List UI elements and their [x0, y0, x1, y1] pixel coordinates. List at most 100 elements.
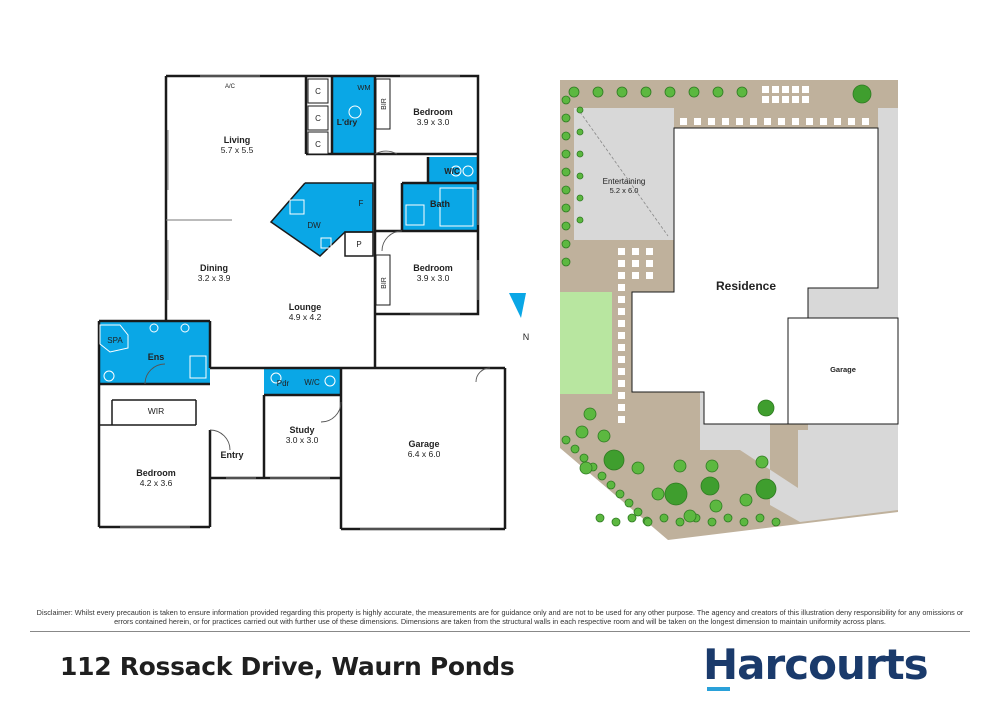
- shrub-icon: [709, 499, 723, 513]
- room-name-study: Study: [289, 425, 314, 435]
- shrub-icon: [616, 86, 628, 98]
- shrub-icon: [700, 476, 720, 496]
- paver-stone: [618, 380, 625, 387]
- shrub-icon: [707, 517, 717, 527]
- shrub-icon: [603, 449, 625, 471]
- paver-stone: [762, 96, 769, 103]
- room-name-wc-study: W/C: [304, 378, 320, 387]
- shrub-icon: [664, 482, 688, 506]
- site-entertaining-name: Entertaining: [603, 177, 646, 186]
- paver-stone: [750, 118, 757, 125]
- room-name-wc-top: W/C: [444, 167, 460, 176]
- room-labels: Living 5.7 x 5.5 Bedroom 3.9 x 3.0 Bedro…: [107, 83, 460, 488]
- shrub-icon: [597, 471, 607, 481]
- shrub-icon: [673, 459, 687, 473]
- paver-stone: [618, 404, 625, 411]
- paver-stone: [820, 118, 827, 125]
- shrub-icon: [757, 399, 775, 417]
- site-entertaining-dims: 5.2 x 6.0: [610, 186, 639, 195]
- shrub-icon: [561, 185, 571, 195]
- shrub-icon: [664, 86, 676, 98]
- shrub-icon: [592, 86, 604, 98]
- laundry-area: [332, 76, 375, 154]
- paver-stone: [792, 96, 799, 103]
- shrub-icon: [561, 95, 571, 105]
- shrub-icon: [739, 517, 749, 527]
- powder-area: [264, 368, 341, 395]
- paver-stone: [792, 118, 799, 125]
- shrub-icon: [576, 216, 584, 224]
- room-dims-lounge: 4.9 x 4.2: [289, 312, 322, 322]
- brand-logo-underline: [707, 687, 730, 691]
- shrub-icon: [736, 86, 748, 98]
- shrub-icon: [683, 509, 697, 523]
- shrub-icon: [561, 113, 571, 123]
- room-name-cupboard-3: C: [315, 140, 321, 149]
- wc-top-area: [428, 157, 478, 184]
- room-dims-living: 5.7 x 5.5: [221, 145, 254, 155]
- paver-stone: [792, 86, 799, 93]
- paver-stone: [632, 272, 639, 279]
- shrub-icon: [579, 461, 593, 475]
- paver-stone: [632, 260, 639, 267]
- site-garage-label: Garage: [830, 365, 856, 374]
- fixtures: [103, 105, 474, 387]
- shrub-icon: [631, 461, 645, 475]
- shrub-icon: [640, 86, 652, 98]
- wet-areas: [99, 76, 478, 395]
- paver-stone: [848, 118, 855, 125]
- shrub-icon: [576, 194, 584, 202]
- room-name-fridge: F: [359, 199, 364, 208]
- room-name-cupboard-1: C: [315, 87, 321, 96]
- room-name-cupboard-2: C: [315, 114, 321, 123]
- site-garage-footprint: [787, 317, 899, 425]
- paver-stones: [618, 86, 869, 423]
- shrub-icon: [624, 498, 634, 508]
- paver-stone: [618, 416, 625, 423]
- room-name-laundry: L'dry: [337, 117, 358, 127]
- room-dims-bedroom-sw: 4.2 x 3.6: [140, 478, 173, 488]
- room-name-bedroom-sw: Bedroom: [136, 468, 176, 478]
- room-dims-bedroom-e: 3.9 x 3.0: [417, 273, 450, 283]
- paver-stone: [762, 86, 769, 93]
- shrub-icon: [659, 513, 669, 523]
- paver-stone: [772, 96, 779, 103]
- room-name-dining: Dining: [200, 263, 228, 273]
- paver-stone: [764, 118, 771, 125]
- site-plan: Entertaining 5.2 x 6.0 Residence Garage: [560, 80, 899, 540]
- shrub-icon: [705, 459, 719, 473]
- paver-stone: [782, 86, 789, 93]
- room-name-pantry: P: [356, 240, 361, 249]
- shrub-icon: [575, 425, 589, 439]
- paver-stone: [618, 260, 625, 267]
- brand-logo: Harcourts: [703, 640, 929, 689]
- room-name-bir-mid: BIR: [381, 277, 388, 289]
- spa-tub: [99, 324, 129, 353]
- kitchen-area: [271, 183, 373, 256]
- room-name-dishwasher: DW: [307, 221, 321, 230]
- shrub-icon: [675, 517, 685, 527]
- shrub-icon: [595, 513, 605, 523]
- shrub-icon: [561, 221, 571, 231]
- shrub-icon: [712, 86, 724, 98]
- shrub-icon: [576, 128, 584, 136]
- paver-stone: [646, 248, 653, 255]
- site-residence-label: Residence: [716, 279, 776, 293]
- paver-stone: [618, 368, 625, 375]
- shrub-icon: [576, 172, 584, 180]
- room-dims-dining: 3.2 x 3.9: [198, 273, 231, 283]
- paver-stone: [618, 392, 625, 399]
- shrub-icon: [561, 149, 571, 159]
- paver-stone: [618, 272, 625, 279]
- paver-stone: [618, 356, 625, 363]
- shrub-icon: [739, 493, 753, 507]
- room-name-garage: Garage: [408, 439, 439, 449]
- shrub-icon: [583, 407, 597, 421]
- shrub-icon: [570, 444, 580, 454]
- room-name-living: Living: [224, 135, 251, 145]
- windows: [120, 75, 490, 530]
- paver-stone: [802, 86, 809, 93]
- paver-stone: [802, 96, 809, 103]
- room-dims-study: 3.0 x 3.0: [286, 435, 319, 445]
